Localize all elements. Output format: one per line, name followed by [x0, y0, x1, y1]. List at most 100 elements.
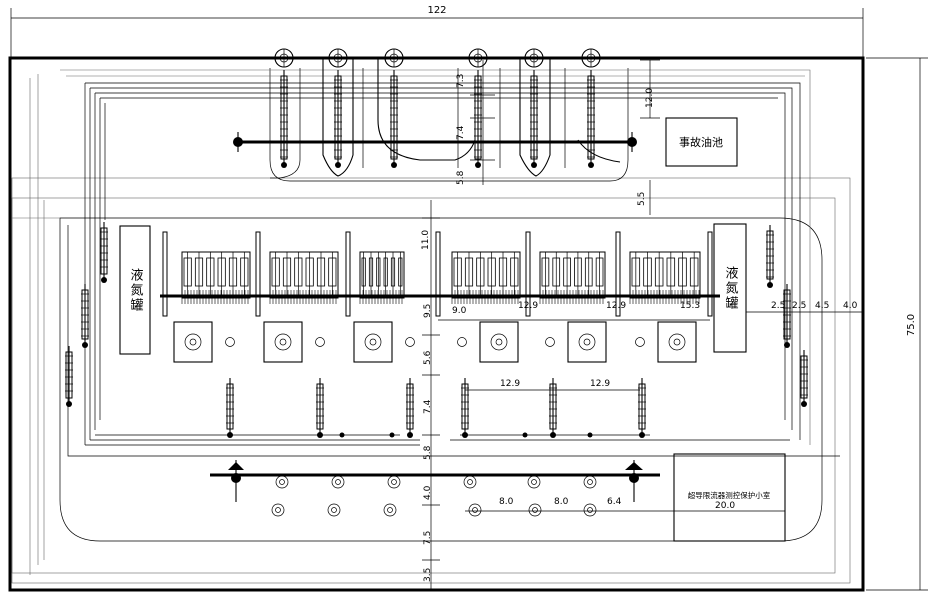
bushing [226, 378, 234, 438]
equipment-pad [479, 321, 519, 363]
ground-marker [225, 337, 235, 347]
center-dimension-chain [422, 200, 440, 590]
tank-left [119, 225, 151, 355]
bay-shapes [270, 58, 621, 179]
connection-dot [339, 432, 345, 438]
current-limiter-module [451, 251, 521, 304]
bushing [461, 378, 469, 438]
footing-symbol [387, 475, 401, 489]
dim-7-3: 7.3 [456, 74, 466, 88]
dim-12-9-c: 12.9 [500, 379, 520, 389]
ground-marker [315, 337, 325, 347]
tank-right [713, 223, 747, 353]
tank-right-label: 液氮罐 [722, 265, 738, 311]
oil-pool-label: 事故油池 [679, 135, 723, 149]
site-boundary [8, 56, 865, 592]
dim-12-0: 12.0 [645, 88, 655, 108]
equipment-pad [657, 321, 697, 363]
horizontal-dimensions [438, 311, 862, 512]
dim-2-5-a: 2.5 [771, 301, 785, 311]
dim-5-8-bot: 5.8 [423, 445, 433, 460]
bushing [549, 378, 557, 438]
overall-height-dimension: 75.0 [866, 57, 928, 591]
footing-symbol [271, 503, 285, 517]
bushing [280, 70, 288, 168]
ground-marker [457, 337, 467, 347]
dim-7-4-top: 7.4 [456, 125, 466, 140]
pad-group [173, 321, 697, 363]
insulator-symbol [328, 48, 348, 68]
tank-left-label: 液氮罐 [127, 267, 143, 313]
footing-symbol [383, 503, 397, 517]
ground-marker [545, 337, 555, 347]
bushing [65, 346, 73, 407]
dim-9-0: 9.0 [452, 306, 467, 316]
dim-2-5-b: 2.5 [792, 301, 806, 311]
footing-symbol [527, 475, 541, 489]
overall-height-label: 75.0 [906, 314, 917, 336]
dim-20-0: 20.0 [715, 501, 735, 511]
footing-symbol [275, 475, 289, 489]
bay-divider-post [435, 231, 441, 317]
insulator-symbol [468, 48, 488, 68]
dim-4-5: 4.5 [815, 301, 829, 311]
footing-symbol [331, 475, 345, 489]
bushing [783, 284, 791, 348]
connection-dot [522, 432, 528, 438]
equipment-pad [263, 321, 303, 363]
dim-15-3: 15.3 [680, 301, 700, 311]
top-dimension-chain [470, 59, 660, 215]
bushing [766, 225, 774, 288]
dim-4-0-right: 4.0 [843, 301, 858, 311]
connection-dot [462, 432, 468, 438]
bushing [474, 70, 482, 168]
bushing [81, 284, 89, 348]
dim-7-5: 7.5 [423, 531, 433, 545]
dim-8-0-b: 8.0 [554, 497, 569, 507]
footing-symbol [583, 475, 597, 489]
dim-11-0: 11.0 [421, 230, 431, 250]
current-limiter-module [181, 251, 251, 304]
insulator-symbol [384, 48, 404, 68]
dim-5-5: 5.5 [637, 192, 647, 206]
insulator-symbol [274, 48, 294, 68]
outgoing-bays [233, 132, 637, 152]
top-bushing-group [274, 48, 601, 68]
equipment-pad [353, 321, 393, 363]
insulator-symbol [581, 48, 601, 68]
equipment-pad [173, 321, 213, 363]
bushing [316, 378, 324, 438]
bushing [100, 222, 108, 283]
bushing [587, 70, 595, 168]
dim-4-0-bot: 4.0 [423, 485, 433, 500]
protection-room-label: 超导限流器测控保护小室 [688, 490, 771, 500]
dim-3-5: 3.5 [423, 568, 433, 582]
bay-divider-post [162, 231, 168, 317]
footing-symbol [327, 503, 341, 517]
dim-8-0-a: 8.0 [499, 497, 514, 507]
bushing [638, 378, 646, 438]
lower-bushing-group [65, 222, 808, 438]
bay-divider-post [615, 231, 621, 317]
bushing [390, 70, 398, 168]
bushing [334, 70, 342, 168]
footing-symbol [463, 475, 477, 489]
equipment-pad [567, 321, 607, 363]
footing-symbol [468, 503, 482, 517]
footing-group [271, 475, 597, 517]
dim-12-9-b: 12.9 [606, 301, 626, 311]
protection-room: 超导限流器测控保护小室 [673, 453, 786, 542]
dimension-labels: 7.3 7.4 5.8 12.0 5.5 11.0 9.5 9.0 12.9 1… [421, 74, 858, 582]
limiter-group [162, 231, 713, 317]
bay-divider-post [255, 231, 261, 317]
current-limiter-module [359, 251, 405, 304]
bay-divider-post [707, 231, 713, 317]
footing-symbol [528, 503, 542, 517]
dim-7-4-mid: 7.4 [423, 399, 433, 414]
bushing [530, 70, 538, 168]
bay-divider-post [525, 231, 531, 317]
dim-12-9-a: 12.9 [518, 301, 538, 311]
current-limiter-module [629, 251, 701, 304]
top-feeder-group [280, 70, 595, 168]
dim-6-4: 6.4 [607, 497, 622, 507]
